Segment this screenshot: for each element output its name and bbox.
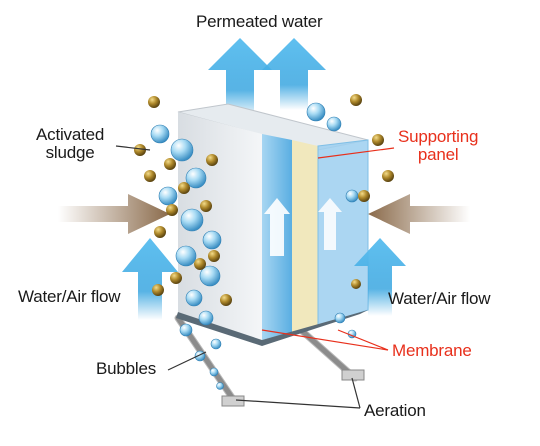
- supporting-panel-label-line1: Supporting: [398, 127, 479, 146]
- water-air-arrow-left: [122, 238, 178, 320]
- permeate-arrows: [208, 38, 326, 118]
- sludge-arrow-right: [368, 194, 470, 234]
- activated-sludge-label: Activated sludge: [36, 126, 104, 162]
- permeate-arrow-left: [208, 38, 272, 118]
- sludge-arrow-left: [58, 194, 170, 234]
- water-air-arrow-right: [354, 238, 406, 316]
- supporting-panel-label-line2: panel: [417, 145, 459, 164]
- permeated-water-label: Permeated water: [196, 12, 323, 31]
- supporting-panel-label: Supporting panel: [398, 128, 478, 164]
- permeate-arrow-right: [262, 38, 326, 110]
- bubbles-label: Bubbles: [96, 359, 157, 378]
- membrane-module: [176, 103, 369, 346]
- aeration-label: Aeration: [364, 401, 426, 420]
- activated-sludge-label-line2: sludge: [45, 143, 95, 162]
- water-air-flow-label-left: Water/Air flow: [18, 287, 121, 306]
- membrane-label: Membrane: [392, 341, 472, 360]
- activated-sludge-label-line1: Activated: [36, 125, 105, 144]
- supporting-panel-layer: [292, 140, 318, 332]
- bubbles: [150, 102, 359, 390]
- leader-lines: [115, 145, 395, 409]
- sludge-particles: [134, 94, 394, 306]
- water-air-flow-label-right: Water/Air flow: [388, 289, 491, 308]
